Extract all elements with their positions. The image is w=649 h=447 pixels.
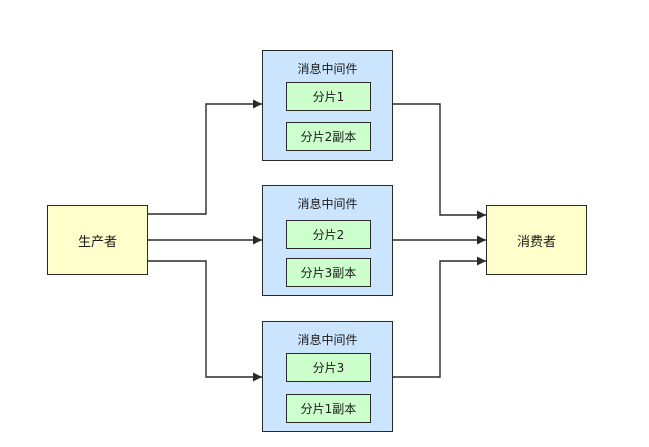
broker-title-3: 消息中间件 (297, 333, 358, 347)
consumer-label: 消费者 (516, 234, 556, 250)
shard-primary-2: 分片2 (286, 220, 371, 249)
broker-title-2: 消息中间件 (297, 197, 358, 211)
shard-primary-3-label: 分片3 (312, 361, 345, 375)
shard-primary-3: 分片3 (286, 353, 371, 382)
shard-primary-2-label: 分片2 (312, 228, 345, 242)
shard-replica-1-label: 分片2副本 (300, 130, 357, 144)
broker-node-2: 消息中间件 分片2 分片3副本 (262, 185, 393, 296)
broker-title-1: 消息中间件 (297, 62, 358, 76)
broker-node-1: 消息中间件 分片1 分片2副本 (262, 50, 393, 161)
broker-node-3: 消息中间件 分片3 分片1副本 (262, 321, 393, 432)
shard-primary-1-label: 分片1 (312, 90, 345, 104)
shard-replica-3-label: 分片1副本 (300, 402, 357, 416)
edge-producer-broker-3 (148, 260, 262, 382)
shard-replica-1: 分片2副本 (286, 122, 371, 151)
consumer-node: 消费者 (486, 205, 587, 275)
edge-producer-broker-1 (148, 99, 262, 215)
shard-replica-2: 分片3副本 (286, 258, 371, 287)
shard-replica-3: 分片1副本 (286, 394, 371, 423)
shard-primary-1: 分片1 (286, 82, 371, 111)
edge-broker-3-consumer (393, 256, 486, 378)
producer-node: 生产者 (47, 205, 148, 275)
shard-replica-2-label: 分片3副本 (300, 266, 357, 280)
producer-label: 生产者 (77, 234, 117, 250)
edge-broker-1-consumer (393, 103, 486, 220)
